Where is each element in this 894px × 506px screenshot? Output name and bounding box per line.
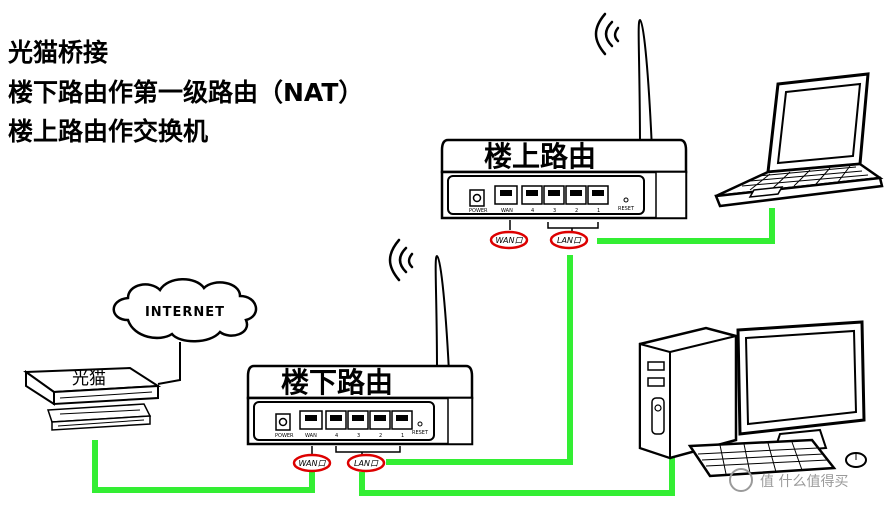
cable-modem-to-downstairs-wan <box>92 440 315 493</box>
downstairs-power-text: POWER <box>275 433 294 439</box>
wifi-signal-icon <box>388 238 414 282</box>
upstairs-lan-tag <box>549 230 589 250</box>
upstairs-wan-tag-text: WAN口 <box>496 236 524 245</box>
downstairs-port-4: 4 <box>335 433 338 439</box>
watermark: 值 什么值得买 <box>729 468 848 492</box>
cloud-to-modem-line <box>157 342 181 385</box>
downstairs-lan-tag-text: LAN口 <box>354 459 379 468</box>
upstairs-power-text: POWER <box>469 208 488 214</box>
title-line-3: 楼上路由作交换机 <box>8 117 209 146</box>
title-line-1: 光猫桥接 <box>8 38 109 67</box>
upstairs-port-4: 4 <box>531 208 534 214</box>
upstairs-port-2: 2 <box>575 208 578 214</box>
cable-downstairs-lan-to-upstairs-wan <box>386 255 573 465</box>
wifi-signal-icon <box>594 12 620 56</box>
downstairs-port-3: 3 <box>357 433 360 439</box>
downstairs-port-1: 1 <box>401 433 404 439</box>
downstairs-router: 楼下路由 POWER WAN 4 3 2 <box>246 238 474 473</box>
internet-label: INTERNET <box>145 305 225 320</box>
upstairs-port-3: 3 <box>553 208 556 214</box>
downstairs-router-label: 楼下路由 <box>281 366 393 399</box>
downstairs-wan-tag <box>292 453 332 473</box>
upstairs-router: 楼上路由 POWER WAN 4 3 2 <box>440 12 688 250</box>
downstairs-reset-text: RESET <box>412 430 429 436</box>
upstairs-reset-text: RESET <box>618 206 635 212</box>
title-line-2: 楼下路由作第一级路由（NAT） <box>8 78 364 107</box>
internet-cloud-icon: INTERNET <box>112 278 258 343</box>
laptop-icon <box>714 72 884 208</box>
desktop-computer-icon <box>638 320 867 478</box>
downstairs-lan-tag <box>346 453 386 473</box>
cable-upstairs-lan-to-laptop <box>597 208 775 244</box>
modem-label: 光猫 <box>72 369 106 389</box>
upstairs-wan-tag <box>489 230 529 250</box>
watermark-text: 值 什么值得买 <box>760 473 848 490</box>
upstairs-lan-tag-text: LAN口 <box>557 236 582 245</box>
cables <box>92 208 775 496</box>
upstairs-wan-text: WAN <box>501 208 513 214</box>
downstairs-port-2: 2 <box>379 433 382 439</box>
upstairs-router-label: 楼上路由 <box>484 140 596 173</box>
cable-downstairs-lan-to-desktop <box>359 456 675 496</box>
downstairs-wan-text: WAN <box>305 433 317 439</box>
upstairs-port-1: 1 <box>597 208 600 214</box>
downstairs-wan-tag-text: WAN口 <box>299 459 327 468</box>
modem-icon: 光猫 <box>23 366 162 431</box>
